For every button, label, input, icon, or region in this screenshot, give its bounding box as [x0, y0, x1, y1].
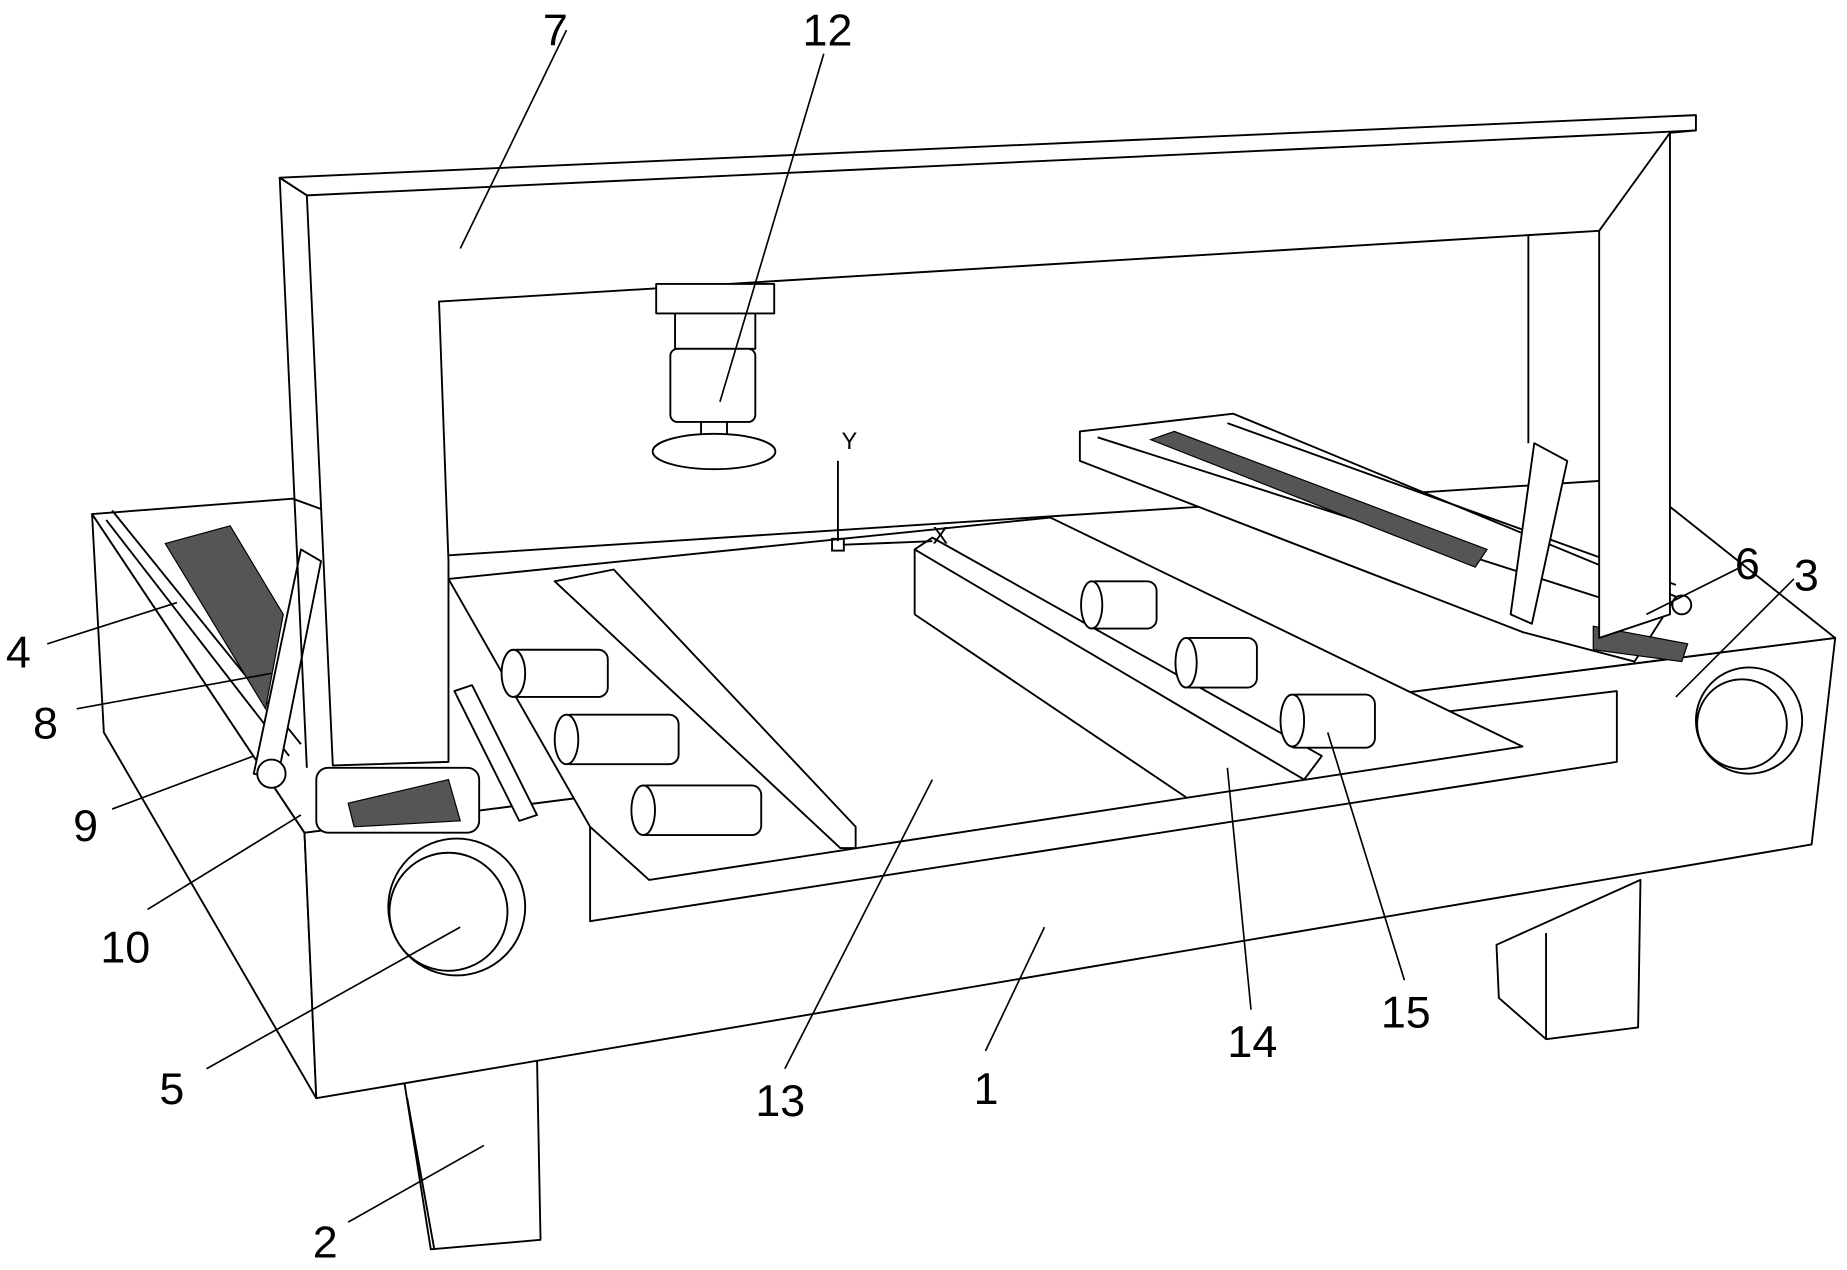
axis-y-label: Y	[841, 429, 857, 455]
label-10: 10	[100, 922, 150, 973]
handwheel-3-inner	[1697, 679, 1787, 769]
label-7: 7	[543, 4, 568, 55]
label-12: 12	[803, 4, 853, 55]
label-6: 6	[1735, 538, 1760, 589]
label-9: 9	[73, 800, 98, 851]
label-4: 4	[6, 626, 31, 677]
label-3: 3	[1794, 550, 1819, 601]
label-14: 14	[1227, 1016, 1277, 1067]
label-1: 1	[974, 1063, 999, 1114]
handwheel-5-inner	[389, 853, 507, 971]
spindle-12	[653, 284, 776, 469]
label-8: 8	[33, 697, 58, 748]
label-5: 5	[159, 1063, 184, 1114]
label-2: 2	[313, 1217, 338, 1268]
axis-x-label: X	[932, 524, 948, 550]
label-15: 15	[1381, 986, 1431, 1037]
leg-right	[1496, 880, 1640, 1039]
label-13: 13	[755, 1075, 805, 1126]
